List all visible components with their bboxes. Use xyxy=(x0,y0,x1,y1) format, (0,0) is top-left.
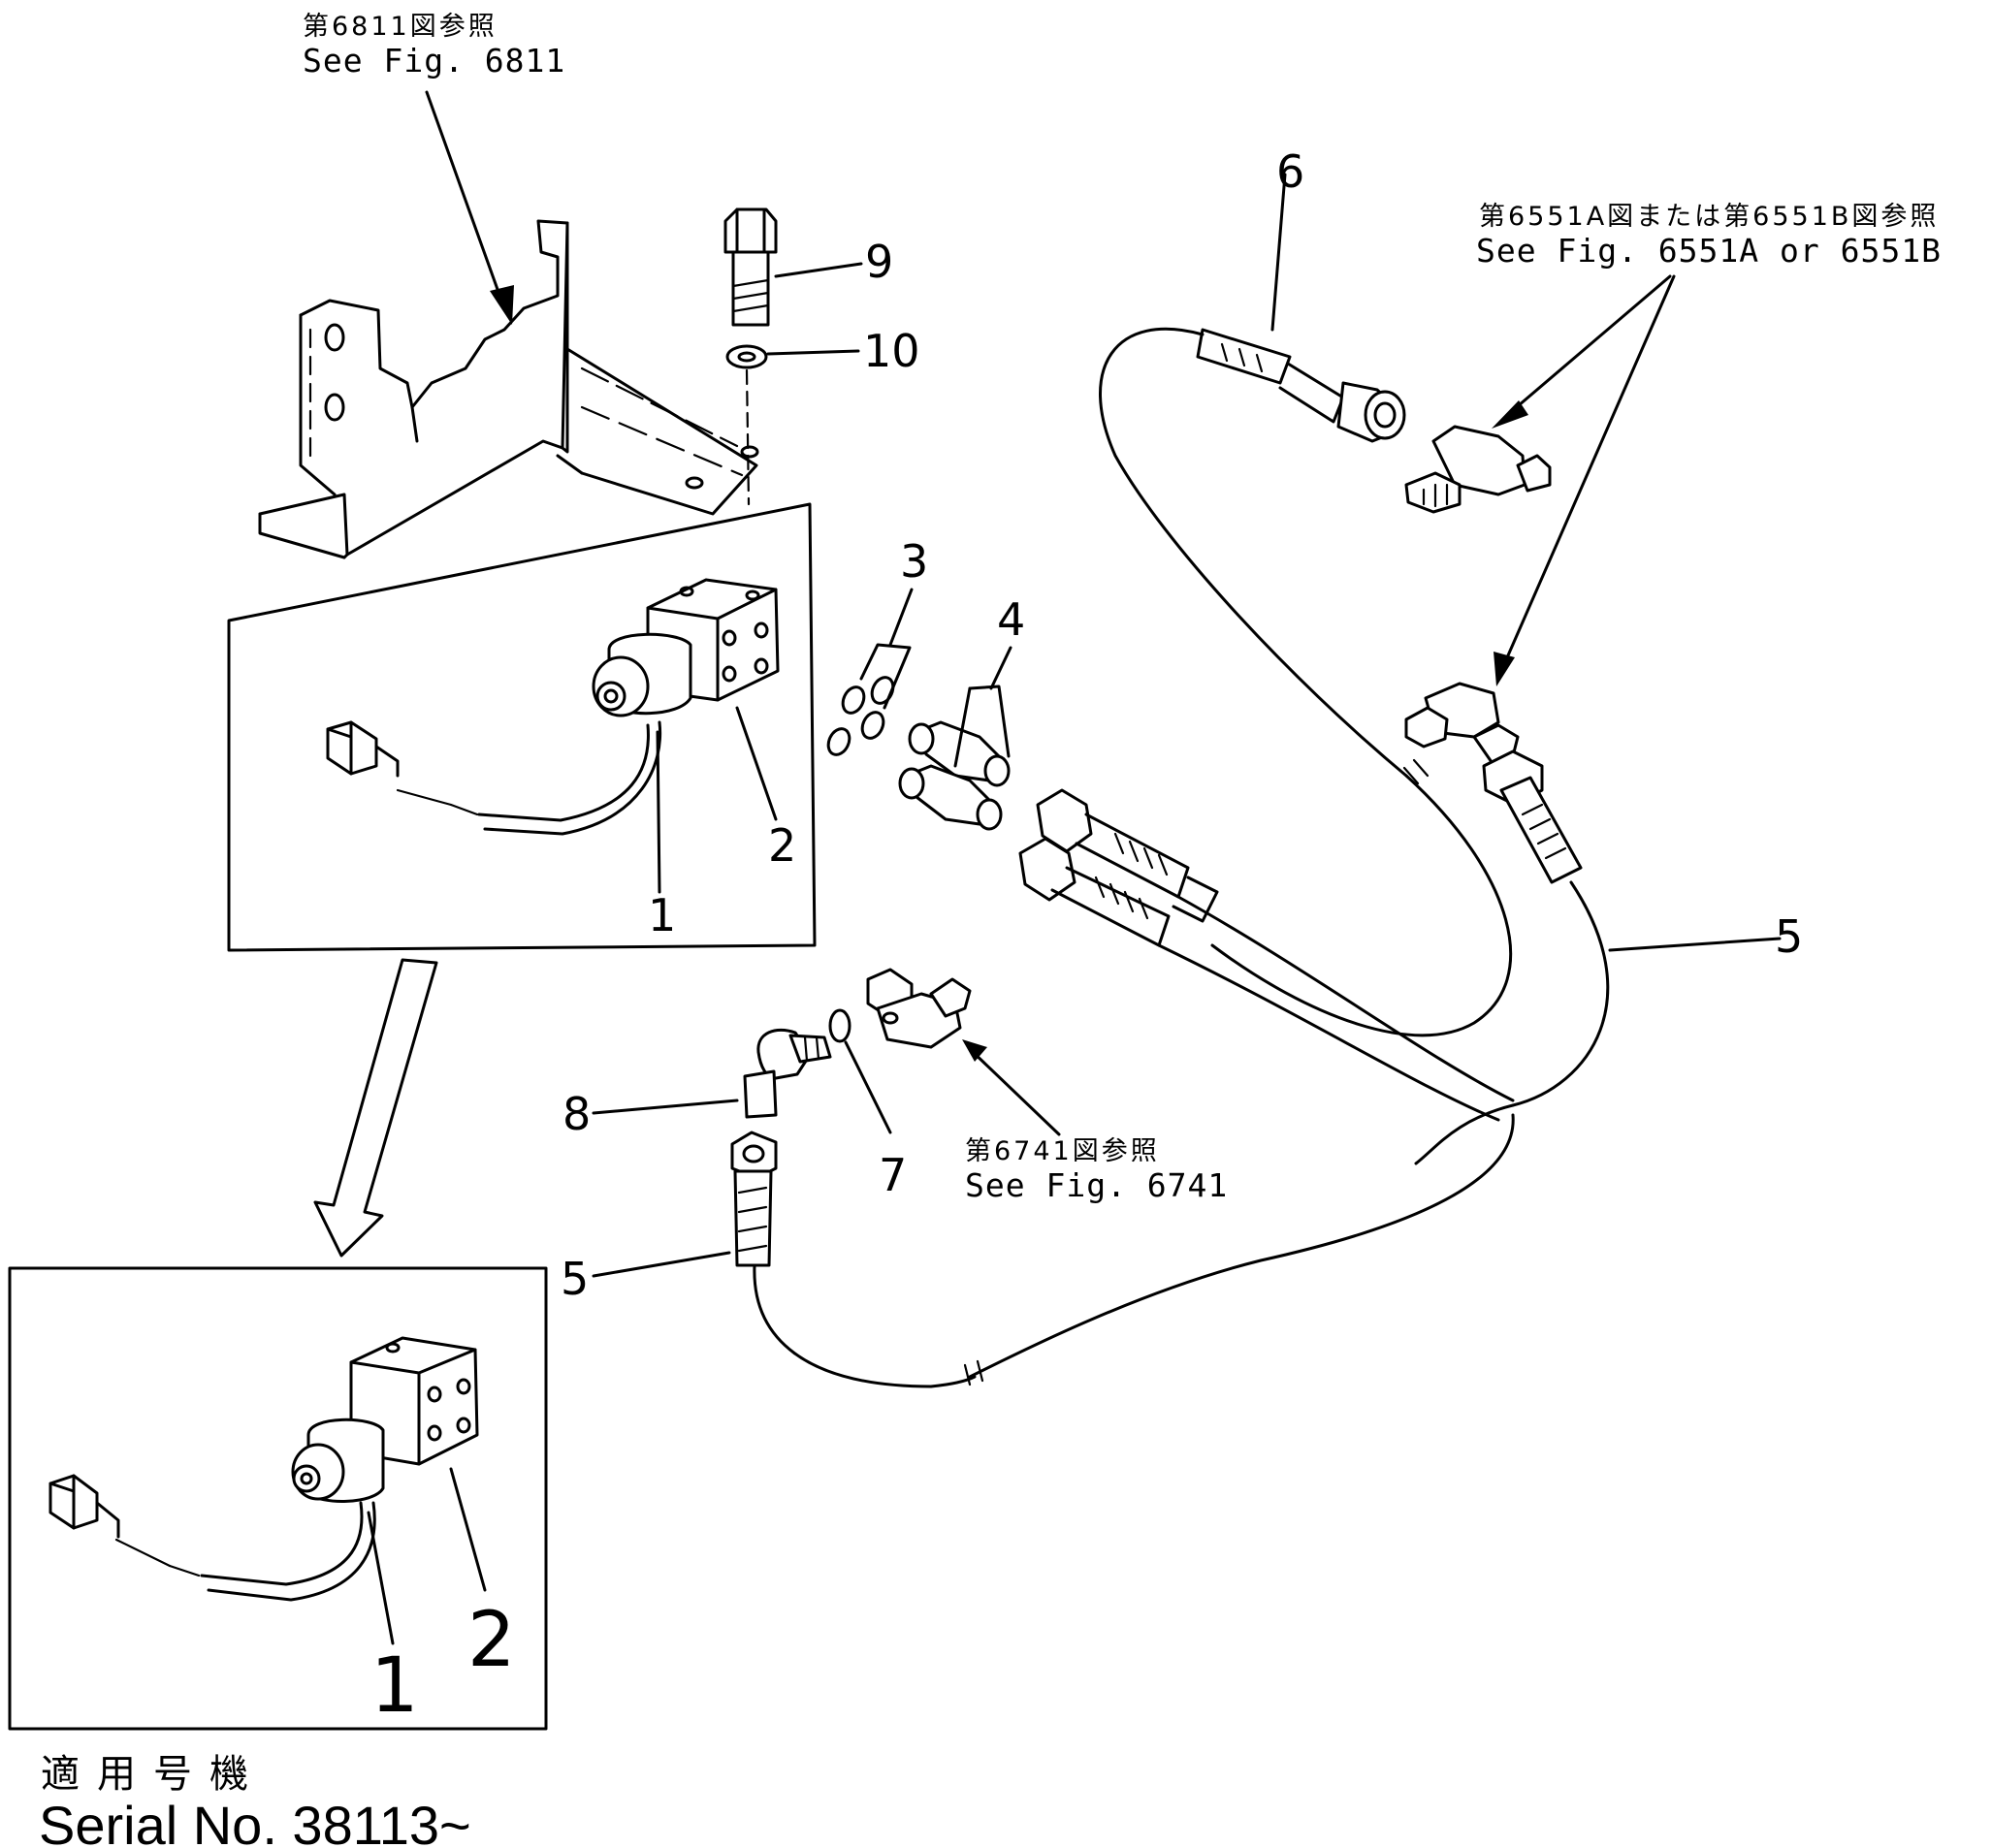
ref-6741-arrow xyxy=(962,1039,1061,1136)
ref-6811-jp: 第6811図参照 xyxy=(303,12,498,42)
washer-10 xyxy=(725,344,768,369)
bracket xyxy=(258,219,759,559)
ref-6551-jp: 第6551A図または第6551B図参照 xyxy=(1479,202,1939,232)
leader-inset-1 xyxy=(367,1511,395,1645)
bolt-axis xyxy=(745,368,751,506)
callout-5-left: 5 xyxy=(561,1253,589,1305)
leader-2 xyxy=(735,706,778,821)
leader-5-right xyxy=(1608,937,1782,952)
down-arrow xyxy=(313,958,438,1258)
callout-inset-1: 1 xyxy=(370,1642,419,1730)
callout-9: 9 xyxy=(865,236,893,288)
o-rings-3 xyxy=(826,643,912,756)
serial-label-jp: 適用号機 xyxy=(41,1752,266,1797)
callout-6: 6 xyxy=(1276,145,1304,198)
callout-4: 4 xyxy=(997,593,1025,646)
callout-3: 3 xyxy=(900,535,928,588)
ref-6741-en: See Fig. 6741 xyxy=(965,1166,1228,1204)
callout-5-right: 5 xyxy=(1775,910,1803,963)
o-ring-7 xyxy=(828,1008,851,1043)
leader-inset-2 xyxy=(449,1467,487,1592)
leader-10 xyxy=(766,349,860,356)
tee-fitting-6741 xyxy=(866,968,972,1049)
callout-inset-2: 2 xyxy=(467,1597,516,1684)
leader-4 xyxy=(989,646,1012,690)
elbow-fitting-right xyxy=(1404,682,1520,764)
leader-6 xyxy=(1270,173,1287,332)
leader-1 xyxy=(656,730,661,894)
ref-6551-en: See Fig. 6551A or 6551B xyxy=(1476,232,1942,270)
tee-fitting-upper xyxy=(1404,425,1552,514)
callout-7: 7 xyxy=(879,1149,907,1201)
hose-5-left xyxy=(730,1131,984,1388)
ref-6741-jp: 第6741図参照 xyxy=(965,1136,1160,1166)
solenoid-valve-upper xyxy=(326,578,780,836)
callout-10: 10 xyxy=(863,325,920,377)
solenoid-valve-lower xyxy=(48,1336,479,1602)
callout-1: 1 xyxy=(648,889,676,941)
lower-inset-frame xyxy=(8,1266,548,1731)
leader-3 xyxy=(888,588,914,647)
callout-8: 8 xyxy=(562,1088,591,1140)
ref-6811-arrow xyxy=(425,90,514,325)
callout-2: 2 xyxy=(768,819,796,872)
hose-6 xyxy=(1099,327,1513,1037)
hose-bundle xyxy=(1018,788,1515,1122)
serial-label-en: Serial No. 38113~ xyxy=(39,1795,471,1848)
leader-9 xyxy=(774,262,863,278)
upper-detail-frame xyxy=(227,502,817,952)
leader-8 xyxy=(592,1099,739,1115)
leader-5-left xyxy=(592,1251,731,1278)
fittings-4 xyxy=(898,685,1011,831)
elbow-8 xyxy=(743,1028,832,1119)
hose-5-right xyxy=(968,749,1610,1379)
hose-6-break xyxy=(1402,758,1430,785)
bolt-9 xyxy=(723,207,778,327)
ref-6811-en: See Fig. 6811 xyxy=(303,42,565,80)
leader-7 xyxy=(844,1040,892,1134)
ref-6551-arrows xyxy=(1492,274,1676,686)
